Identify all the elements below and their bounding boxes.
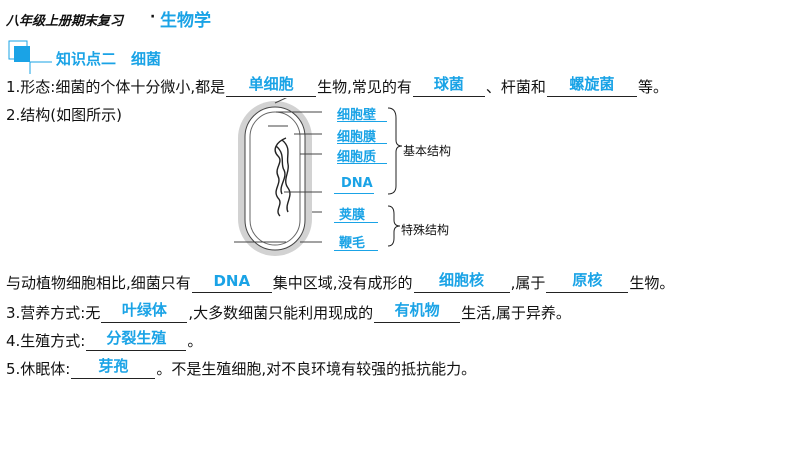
answer-blank: 芽孢 — [71, 357, 156, 379]
answer-text: 单细胞 — [248, 75, 294, 93]
label-underline — [337, 121, 387, 122]
text-segment: 3.营养方式:无 — [6, 304, 101, 322]
section-title: 知识点二 细菌 — [56, 50, 162, 68]
text-segment: ,大多数细菌只能利用现成的 — [188, 304, 374, 322]
answer-text: 叶绿体 — [121, 301, 167, 319]
line-morphology: 1.形态:细菌的个体十分微小,都是 单细胞 生物,常见的有 球菌 、杆菌和 螺旋菌 等。 — [6, 75, 668, 97]
answer-blank: 球菌 — [412, 75, 485, 97]
line-structure: 2.结构(如图所示) — [6, 106, 123, 124]
line-comparison: 与动植物细胞相比,细菌只有 DNA 集中区域,没有成形的 细胞核 ,属于 原核 生物。 — [6, 271, 675, 293]
blue-square-icon — [8, 40, 52, 74]
label-dna: DNA — [341, 176, 373, 191]
answer-blank: 有机物 — [374, 301, 461, 323]
label-underline — [337, 143, 387, 144]
text-segment: 生物。 — [629, 274, 675, 292]
answer-text: 原核 — [572, 271, 603, 289]
group-special-structure: 特殊结构 — [401, 223, 450, 237]
course-title: 八年级上册期末复习 — [6, 14, 124, 29]
text-segment: 4.生殖方式: — [6, 332, 86, 350]
label-underline — [334, 222, 378, 223]
answer-blank: 细胞核 — [413, 271, 510, 293]
group-basic-structure: 基本结构 — [403, 144, 452, 158]
answer-blank: 分裂生殖 — [86, 329, 187, 351]
text-segment: 与动植物细胞相比,细菌只有 — [6, 274, 191, 292]
text-segment: 1.形态:细菌的个体十分微小,都是 — [6, 78, 226, 96]
line-reproduction: 4.生殖方式: 分裂生殖 。 — [6, 329, 203, 351]
text-segment: ,属于 — [510, 274, 546, 292]
answer-text: 螺旋菌 — [569, 75, 615, 93]
label-cytoplasm: 细胞质 — [337, 150, 377, 165]
answer-text: 细胞核 — [439, 271, 485, 289]
label-underline — [334, 193, 374, 194]
title-separator: · — [150, 9, 156, 25]
answer-blank: 单细胞 — [226, 75, 317, 97]
answer-text: 芽孢 — [98, 357, 129, 375]
answer-blank: DNA — [191, 272, 272, 293]
label-underline — [334, 250, 378, 251]
bacteria-diagram — [234, 98, 403, 256]
answer-blank: 叶绿体 — [101, 301, 188, 323]
label-cell-wall: 细胞壁 — [337, 108, 377, 123]
label-cell-membrane: 细胞膜 — [337, 130, 377, 145]
text-segment: 生物,常见的有 — [317, 78, 412, 96]
text-segment: 、杆菌和 — [485, 78, 546, 96]
answer-text: 分裂生殖 — [106, 329, 167, 347]
line-nutrition: 3.营养方式:无 叶绿体 ,大多数细菌只能利用现成的 有机物 生活,属于异养。 — [6, 301, 571, 323]
text-segment: 5.休眠体: — [6, 360, 71, 378]
answer-blank: 原核 — [546, 271, 629, 293]
answer-text: 球菌 — [433, 75, 464, 93]
text-segment: 生活,属于异养。 — [461, 304, 571, 322]
answer-blank: 螺旋菌 — [546, 75, 637, 97]
answer-text: DNA — [213, 272, 251, 290]
text-segment: 。不是生殖细胞,对不良环境有较强的抵抗能力。 — [156, 360, 477, 378]
label-flagellum: 鞭毛 — [339, 236, 366, 251]
text-segment: 。 — [187, 332, 203, 350]
answer-text: 有机物 — [394, 301, 440, 319]
text-segment: 等。 — [637, 78, 668, 96]
text-segment: 集中区域,没有成形的 — [272, 274, 413, 292]
subject-title: 生物学 — [160, 11, 211, 31]
line-dormancy: 5.休眠体: 芽孢 。不是生殖细胞,对不良环境有较强的抵抗能力。 — [6, 357, 477, 379]
label-underline — [337, 163, 387, 164]
label-capsule: 荚膜 — [339, 208, 366, 223]
